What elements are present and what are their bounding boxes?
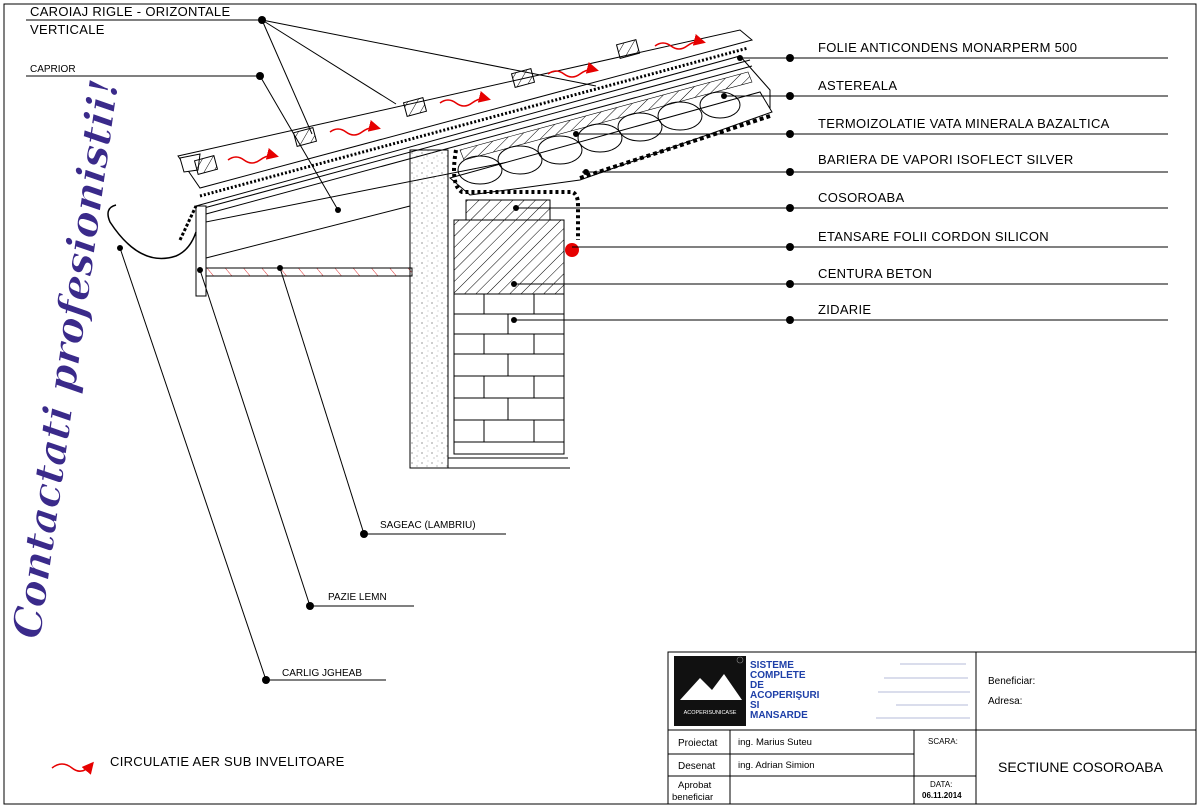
leader-lines-left [26, 19, 597, 211]
aprobat-label-1: Aprobat [678, 780, 712, 791]
label-zidarie: ZIDARIE [818, 302, 871, 317]
label-etansare-folii: ETANSARE FOLII CORDON SILICON [818, 229, 1049, 244]
title-block [667, 651, 1197, 805]
wall-section [409, 149, 579, 469]
company-line4: ACOPERIŞURI [750, 690, 820, 701]
scara-label: SCARA: [928, 737, 958, 746]
contact-placeholder-lines [876, 663, 970, 719]
label-pazie-lemn: PAZIE LEMN [328, 592, 387, 603]
label-caprior: CAPRIOR [30, 64, 76, 75]
company-line2: COMPLETE [750, 670, 806, 681]
company-line1: SISTEME [750, 660, 794, 671]
legend-airflow-text: CIRCULATIE AER SUB INVELITOARE [110, 754, 345, 769]
company-line5: SI [750, 700, 760, 711]
logo-text: ACOPERISUNICASE [684, 710, 737, 716]
logo-roof-icon [680, 674, 742, 700]
label-caroiaj-line1: CAROIAJ RIGLE - ORIZONTALE [30, 4, 230, 19]
label-sageac: SAGEAC (LAMBRIU) [380, 520, 476, 531]
label-carlig-jgheab: CARLIG JGHEAB [282, 668, 362, 679]
desenat-label: Desenat [678, 761, 715, 772]
company-line6: MANSARDE [750, 710, 808, 721]
drawing-title: SECTIUNE COSOROABA [998, 759, 1164, 775]
label-termoizolatie: TERMOIZOLATIE VATA MINERALA BAZALTICA [818, 116, 1110, 131]
page-frame [3, 3, 1197, 805]
company-line3: DE [750, 680, 764, 691]
data-value: 06.11.2014 [922, 791, 962, 800]
label-cosoroaba: COSOROABA [818, 190, 905, 205]
leader-lines-right [514, 57, 1168, 321]
desenat-value: ing. Adrian Simion [738, 760, 815, 771]
label-caroiaj-line2: VERTICALE [30, 22, 105, 37]
label-centura-beton: CENTURA BETON [818, 266, 932, 281]
adresa-label: Adresa: [988, 696, 1022, 707]
airflow-legend-arrow [51, 761, 94, 775]
proiectat-label: Proiectat [678, 738, 718, 749]
leader-dots-right [511, 54, 794, 324]
silicone-seal-marker [565, 243, 579, 257]
label-astereala: ASTEREALA [818, 78, 897, 93]
label-bariera-vapori: BARIERA DE VAPORI ISOFLECT SILVER [818, 152, 1074, 167]
leader-lines-bottom [119, 247, 506, 681]
data-label: DATA: [930, 780, 952, 789]
vertical-slogan: Contactati profesionistii! [3, 76, 128, 641]
beneficiar-label: Beneficiar: [988, 676, 1035, 687]
roof-section [107, 29, 773, 297]
label-folie-anticondens: FOLIE ANTICONDENS MONARPERM 500 [818, 40, 1077, 55]
proiectat-value: ing. Marius Suteu [738, 737, 812, 748]
aprobat-label-2: beneficiar [672, 792, 713, 803]
